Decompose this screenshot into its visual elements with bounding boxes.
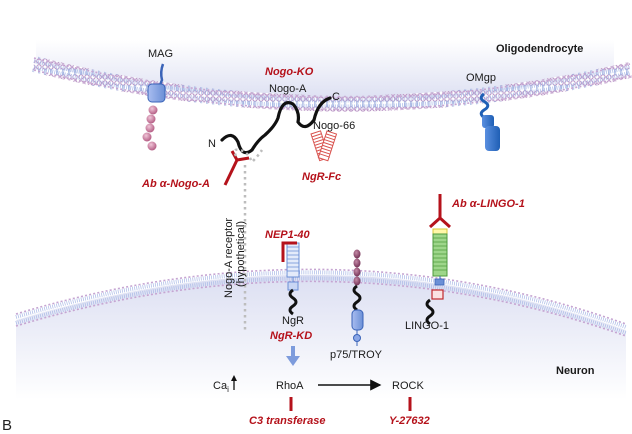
nogo-a-label: Nogo-A [269,83,307,95]
ab-nogo-a-label: Ab α-Nogo-A [141,178,210,190]
oligodendrocyte-label: Oligodendrocyte [496,43,583,55]
calcium-label: Cai [213,380,229,394]
ngr-to-rhoa-arrow [286,346,300,366]
ngr-fc-icon [310,130,338,162]
p75-troy-receptor [351,249,364,346]
neuron-cytoplasm [16,274,626,400]
mag-protein [142,63,166,151]
nogo-ko-label: Nogo-KO [265,66,314,78]
ab-lingo-1-label: Ab α-LINGO-1 [451,198,525,210]
ngr-fc-label: NgR-Fc [302,171,341,183]
hypothetical-receptor-line [233,148,264,330]
ngr-label: NgR [282,315,304,327]
c-terminus-label: C [332,91,340,103]
lingo-1-label: LINGO-1 [405,320,449,332]
ngr-receptor [286,242,300,316]
p75-troy-label: p75/TROY [330,349,383,361]
oligodendrocyte-membrane [32,56,632,112]
lingo-1-receptor [425,228,448,326]
y27632-label: Y-27632 [389,415,430,427]
omgp-label: OMgp [466,72,496,84]
rock-label: ROCK [392,380,424,392]
nep1-40-label: NEP1-40 [265,229,311,241]
rhoa-label: RhoA [276,380,304,392]
omgp-protein [479,92,500,151]
hypothetical-receptor-sublabel: (hypothetical) [235,221,247,287]
hypothetical-receptor-label: Nogo-A receptor [223,218,235,298]
neuron-label: Neuron [556,365,595,377]
panel-label: B [2,417,12,434]
n-terminus-label: N [208,138,216,150]
calcium-up-arrow [231,375,237,390]
nogo-66-label: Nogo-66 [313,120,355,132]
antibody-nogo-a-icon [223,150,250,186]
ngr-kd-label: NgR-KD [270,330,312,342]
nogo-a-protein [220,96,332,155]
mag-label: MAG [148,48,173,60]
c3-transferase-label: C3 transferase [249,415,325,427]
antibody-lingo-1-icon [428,194,452,229]
nep1-40-icon [281,241,297,262]
